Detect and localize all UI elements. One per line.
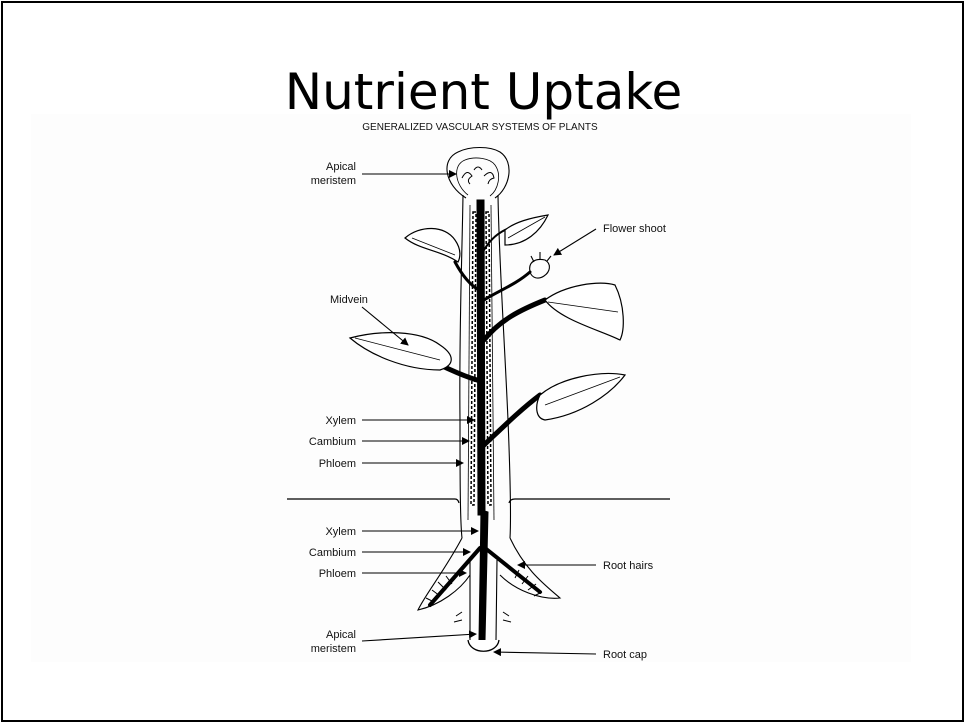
arrow-flower-shoot xyxy=(554,229,596,255)
label-flower-shoot: Flower shoot xyxy=(603,223,666,235)
diagram-subtitle: GENERALIZED VASCULAR SYSTEMS OF PLANTS xyxy=(362,122,598,133)
label-apical-meristem-bottom-line1: Apical xyxy=(326,629,356,641)
label-root-hairs: Root hairs xyxy=(603,560,654,572)
flower-bud xyxy=(530,252,551,278)
root-cap xyxy=(468,640,499,651)
leaf-mid-right xyxy=(545,283,623,340)
label-cambium-upper: Cambium xyxy=(309,436,356,448)
leaf-upper-right xyxy=(505,215,548,245)
label-root-cap: Root cap xyxy=(603,649,647,661)
label-apical-meristem-bottom-line2: meristem xyxy=(311,643,356,655)
label-cambium-lower: Cambium xyxy=(309,547,356,559)
label-apical-meristem-bottom: Apical meristem xyxy=(311,629,356,655)
label-apical-meristem-top-line2: meristem xyxy=(311,175,356,187)
label-apical-meristem-top: Apical meristem xyxy=(311,161,356,187)
apical-bud xyxy=(447,148,509,199)
arrow-root-cap xyxy=(494,652,596,654)
label-xylem-lower: Xylem xyxy=(325,526,356,538)
label-xylem-upper: Xylem xyxy=(325,415,356,427)
label-phloem-lower: Phloem xyxy=(319,568,356,580)
label-phloem-upper: Phloem xyxy=(319,458,356,470)
arrow-apical-meristem-bottom xyxy=(362,634,476,641)
label-apical-meristem-top-line1: Apical xyxy=(326,161,356,173)
leaf-upper-left xyxy=(405,228,460,262)
label-midvein: Midvein xyxy=(330,294,368,306)
